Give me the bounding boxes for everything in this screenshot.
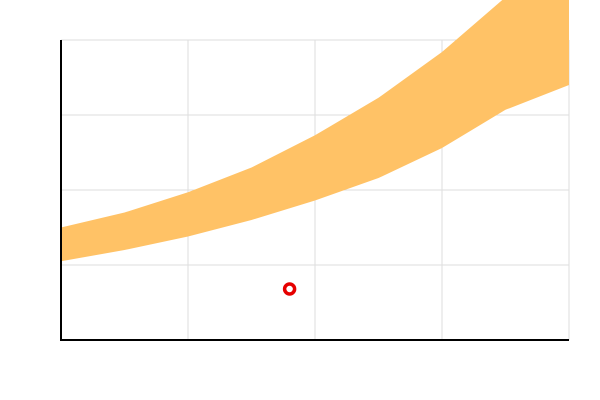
confidence-band: [61, 0, 569, 262]
data-point: [282, 282, 297, 296]
